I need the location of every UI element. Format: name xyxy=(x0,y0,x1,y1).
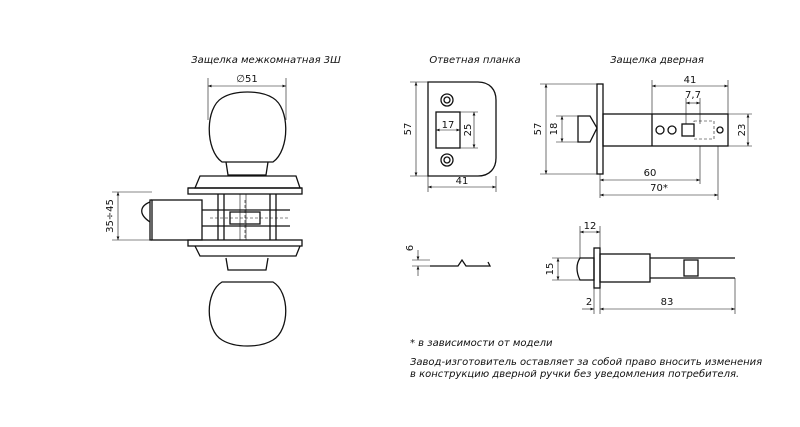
dim-strike-window-width: 17 xyxy=(442,120,455,131)
dim-latch-body-width: 41 xyxy=(684,75,697,86)
dim-side-faceplate-width: 12 xyxy=(584,221,597,232)
note-disclaimer-line2: в конструкцию дверной ручки без уведомле… xyxy=(410,368,739,380)
title-door-latch: Защелка дверная xyxy=(610,55,704,66)
dim-latch-bolt-height: 18 xyxy=(549,123,560,136)
strike-plate-side: 6 xyxy=(405,245,492,276)
title-interior-latch: Защелка межкомнатная 3Ш xyxy=(191,55,341,66)
dim-knob-diameter: ∅51 xyxy=(236,74,257,85)
dim-strike-window-height: 25 xyxy=(463,124,474,137)
title-strike-plate: Ответная планка xyxy=(429,55,520,66)
dim-latch-face-height: 57 xyxy=(533,123,544,136)
dim-side-length: 83 xyxy=(661,297,674,308)
note-disclaimer-line1: Завод-изготовитель оставляет за собой пр… xyxy=(410,356,762,368)
dim-latch-backset-60: 60 xyxy=(644,168,657,179)
dim-latch-backset-70: 70* xyxy=(650,183,668,194)
dim-strike-width: 41 xyxy=(456,176,469,187)
knob-assembly: ∅51 35÷45 xyxy=(105,74,303,347)
door-latch-side: 12 15 2 83 xyxy=(545,221,736,314)
door-latch-front: 57 18 41 7,7 23 60 70* xyxy=(533,75,752,200)
dim-side-bolt-height: 15 xyxy=(545,263,556,276)
dim-backset-range: 35÷45 xyxy=(105,199,116,233)
strike-plate-front: 17 25 57 41 xyxy=(403,81,497,192)
dim-side-faceplate-thickness: 2 xyxy=(586,297,592,308)
note-model: * в зависимости от модели xyxy=(410,338,553,349)
dim-strike-side-thickness: 6 xyxy=(405,245,416,251)
dim-strike-height: 57 xyxy=(403,123,414,136)
dim-latch-body-height: 23 xyxy=(737,124,748,137)
dim-latch-hole-spacing: 7,7 xyxy=(685,90,701,101)
